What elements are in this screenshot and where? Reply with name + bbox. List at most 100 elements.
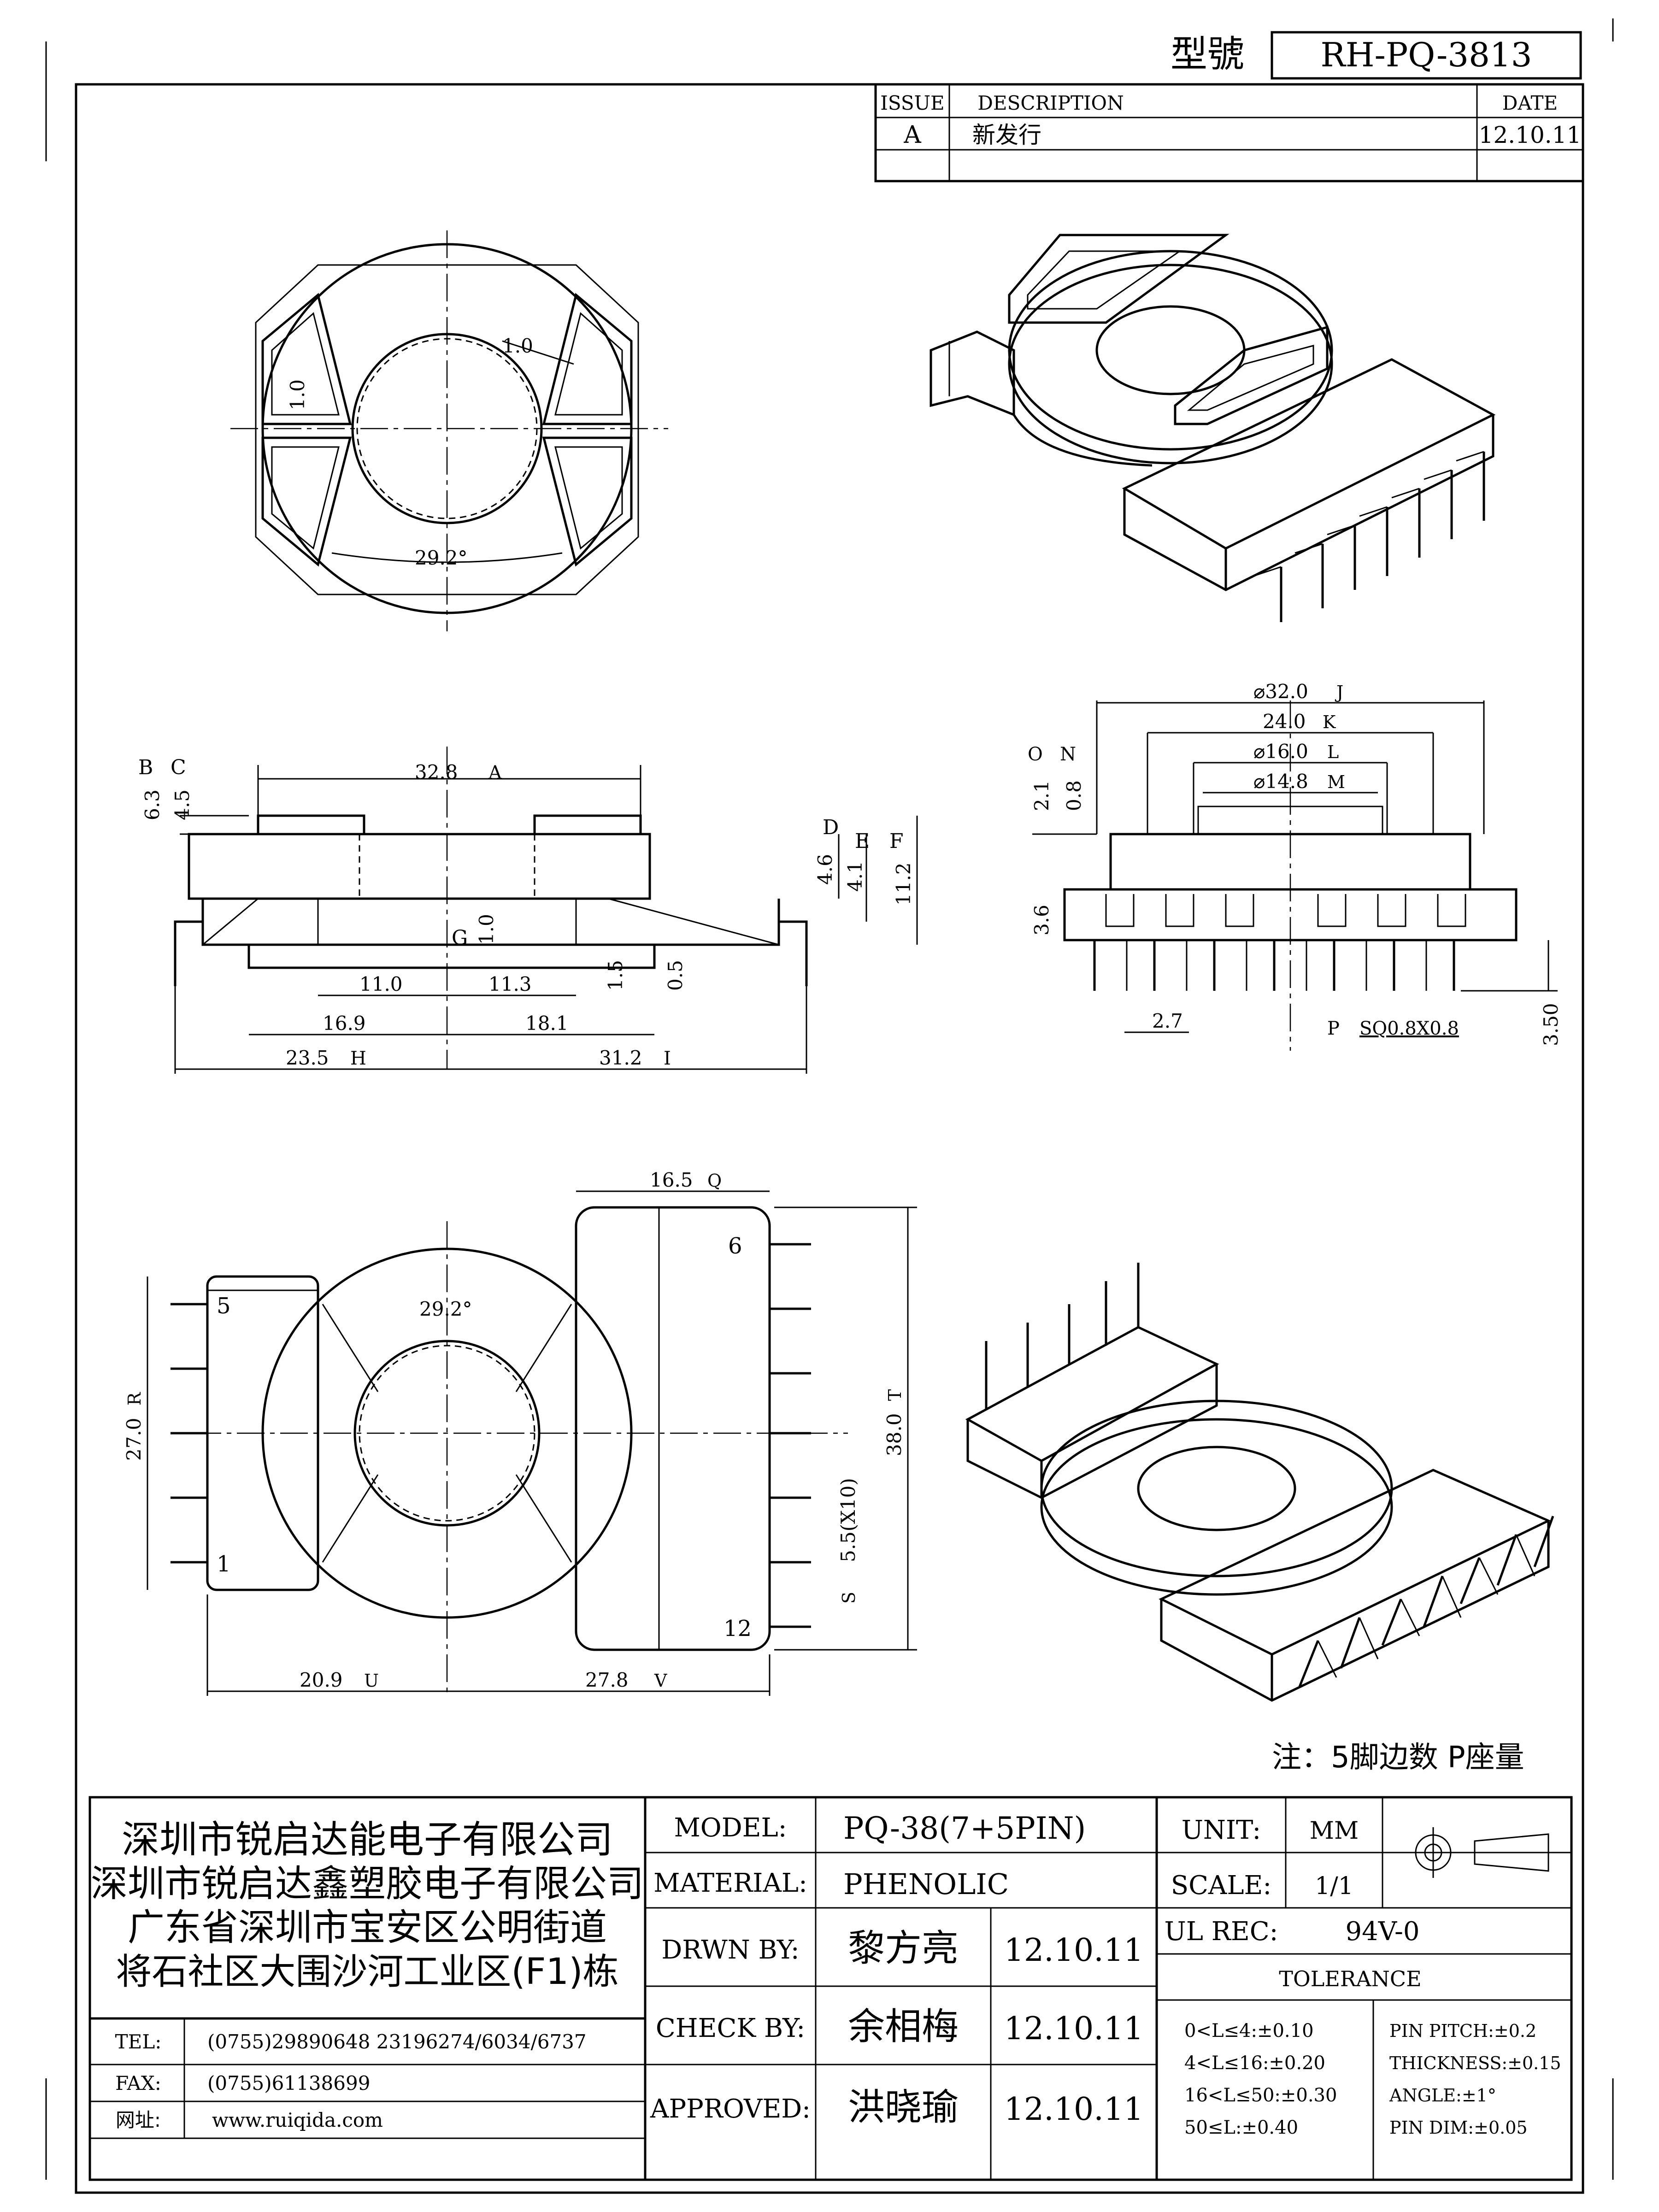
bottom-view: 5 1 6 12 29.2° 16.5 Q R 27.0 T 38.0 5.5(… xyxy=(123,1169,917,1696)
side-dim-h2: 11.3 xyxy=(488,973,532,995)
ul-label: UL REC: xyxy=(1165,1917,1278,1947)
tol-left-4: 50≤L:±0.40 xyxy=(1184,2117,1298,2138)
model-value: PQ-38(7+5PIN) xyxy=(843,1811,1086,1846)
iso-bottom-pins-left xyxy=(985,1263,1140,1410)
side-marker-e: E xyxy=(855,830,870,853)
check-date: 12.10.11 xyxy=(1004,2011,1144,2047)
approved-date: 12.10.11 xyxy=(1004,2091,1144,2128)
rev-header-description: DESCRIPTION xyxy=(977,92,1124,114)
side-view: 32.8 A B C 6.3 4.5 D E F 4.6 4.1 11.2 G … xyxy=(138,747,918,1074)
pin-size: SQ0.8X0.8 xyxy=(1359,1018,1459,1039)
side-dim-h6: 31.2 xyxy=(599,1047,642,1069)
unit-label: UNIT: xyxy=(1182,1815,1261,1845)
bottom-dim-t: 38.0 xyxy=(883,1413,906,1456)
tol-left-2: 4<L≤16:±0.20 xyxy=(1184,2053,1325,2074)
rev-date: 12.10.11 xyxy=(1479,122,1582,148)
drawn-date: 12.10.11 xyxy=(1004,1932,1144,1969)
pin-dim-k: 24.0 xyxy=(1263,710,1306,733)
bottom-dim-r: 27.0 xyxy=(123,1418,145,1461)
approved-name: 洪晓瑜 xyxy=(848,2086,959,2129)
pin-marker-p: P xyxy=(1327,1018,1340,1039)
tolerance-label: TOLERANCE xyxy=(1279,1966,1421,1991)
side-marker-g: G xyxy=(452,926,468,950)
front-dim-1: 1.0 xyxy=(502,335,533,357)
front-view: 1.0 1.0 29.2° xyxy=(230,230,668,631)
side-dim-d: 4.6 xyxy=(814,854,836,885)
model-label: MODEL: xyxy=(674,1813,787,1843)
rev-header-issue: ISSUE xyxy=(880,92,944,114)
pin-dim-q: 3.6 xyxy=(1030,905,1053,935)
model-number: RH-PQ-3813 xyxy=(1321,35,1532,74)
pin-marker-k: K xyxy=(1323,712,1336,732)
bottom-marker-q: Q xyxy=(707,1171,722,1191)
company-line-1: 深圳市锐启达能电子有限公司 xyxy=(122,1818,613,1862)
side-dim-h3: 16.9 xyxy=(323,1012,366,1035)
pin-dim-j: ⌀32.0 xyxy=(1253,680,1308,703)
check-name: 余相梅 xyxy=(848,2005,959,2048)
side-marker-h: H xyxy=(350,1048,366,1069)
iso-view-bottom xyxy=(965,1263,1554,1702)
pin-marker-m: M xyxy=(1327,772,1345,792)
tol-right-4: PIN DIM:±0.05 xyxy=(1389,2118,1528,2138)
web-value: www.ruiqida.com xyxy=(212,2109,383,2131)
material-label: MATERIAL: xyxy=(653,1868,807,1898)
rev-issue: A xyxy=(903,121,922,149)
pin-marker-n: N xyxy=(1060,744,1076,765)
bottom-dim-s: 5.5(X10) xyxy=(837,1478,859,1562)
web-label: 网址: xyxy=(116,2109,161,2131)
scale-label: SCALE: xyxy=(1171,1871,1272,1900)
side-marker-i: I xyxy=(664,1048,671,1069)
pin-marker-o: O xyxy=(1028,744,1043,765)
bottom-marker-u: U xyxy=(364,1671,379,1691)
company-line-2: 深圳市锐启达鑫塑胶电子有限公司 xyxy=(91,1862,644,1905)
side-marker-c: C xyxy=(171,756,186,779)
fax-value: (0755)61138699 xyxy=(207,2072,370,2094)
drawn-label: DRWN BY: xyxy=(661,1935,799,1965)
side-marker-a: A xyxy=(488,762,502,783)
pin-marker-l: L xyxy=(1327,742,1339,762)
side-marker-f: F xyxy=(889,830,904,853)
material-value: PHENOLIC xyxy=(843,1867,1009,1901)
bottom-pin-12: 12 xyxy=(724,1616,752,1641)
rev-description: 新发行 xyxy=(972,122,1041,148)
tel-label: TEL: xyxy=(115,2030,162,2053)
tel-value: (0755)29890648 23196274/6034/6737 xyxy=(207,2030,587,2053)
ul-value: 94V-0 xyxy=(1345,1917,1419,1947)
bottom-dim-u: 20.9 xyxy=(300,1669,343,1691)
iso-bottom-pins-right xyxy=(1298,1516,1554,1687)
bottom-marker-r: R xyxy=(124,1392,145,1406)
bottom-pins-left xyxy=(171,1303,207,1564)
bottom-marker-v: V xyxy=(654,1671,667,1691)
side-dim-h4: 18.1 xyxy=(525,1012,569,1035)
iso-top-pins xyxy=(1253,451,1485,622)
check-label: CHECK BY: xyxy=(656,2013,805,2043)
side-marker-b: B xyxy=(138,756,153,779)
revision-table: ISSUE DESCRIPTION DATE A 新发行 12.10.11 xyxy=(874,83,1584,182)
title-block: 深圳市锐启达能电子有限公司 深圳市锐启达鑫塑胶电子有限公司 广东省深圳市宝安区公… xyxy=(88,1796,1573,2181)
pin-marker-j: J xyxy=(1335,682,1343,702)
front-angle: 29.2° xyxy=(415,547,468,569)
title-label: 型號 xyxy=(1171,33,1244,76)
side-dim-h1: 11.0 xyxy=(359,973,403,995)
pin-dim-s: 3.50 xyxy=(1540,1003,1562,1046)
tol-right-3: ANGLE:±1° xyxy=(1389,2085,1496,2106)
bottom-pin-6: 6 xyxy=(728,1233,742,1259)
pin-view-slots xyxy=(1105,894,1466,927)
side-dim-a: 32.8 xyxy=(415,761,458,783)
side-dim-g: 1.0 xyxy=(475,914,498,945)
tol-right-1: PIN PITCH:±0.2 xyxy=(1389,2021,1536,2041)
sheet-border xyxy=(75,83,1584,2194)
fax-label: FAX: xyxy=(115,2072,161,2094)
bottom-dim-q: 16.5 xyxy=(650,1169,693,1191)
pin-dim-o: 2.1 xyxy=(1030,780,1053,811)
side-dim-c: 4.5 xyxy=(171,789,194,820)
drawn-name: 黎方亮 xyxy=(848,1927,959,1970)
pin-dim-l: ⌀16.0 xyxy=(1253,740,1308,763)
side-dim-b: 6.3 xyxy=(141,789,164,820)
pin-dim-m: ⌀14.8 xyxy=(1253,770,1308,793)
title-box: 型號 RH-PQ-3813 xyxy=(1171,31,1582,80)
tol-right-2: THICKNESS:±0.15 xyxy=(1389,2053,1561,2073)
bottom-pin-5: 5 xyxy=(217,1293,231,1319)
pin-view-pins xyxy=(1093,940,1455,991)
